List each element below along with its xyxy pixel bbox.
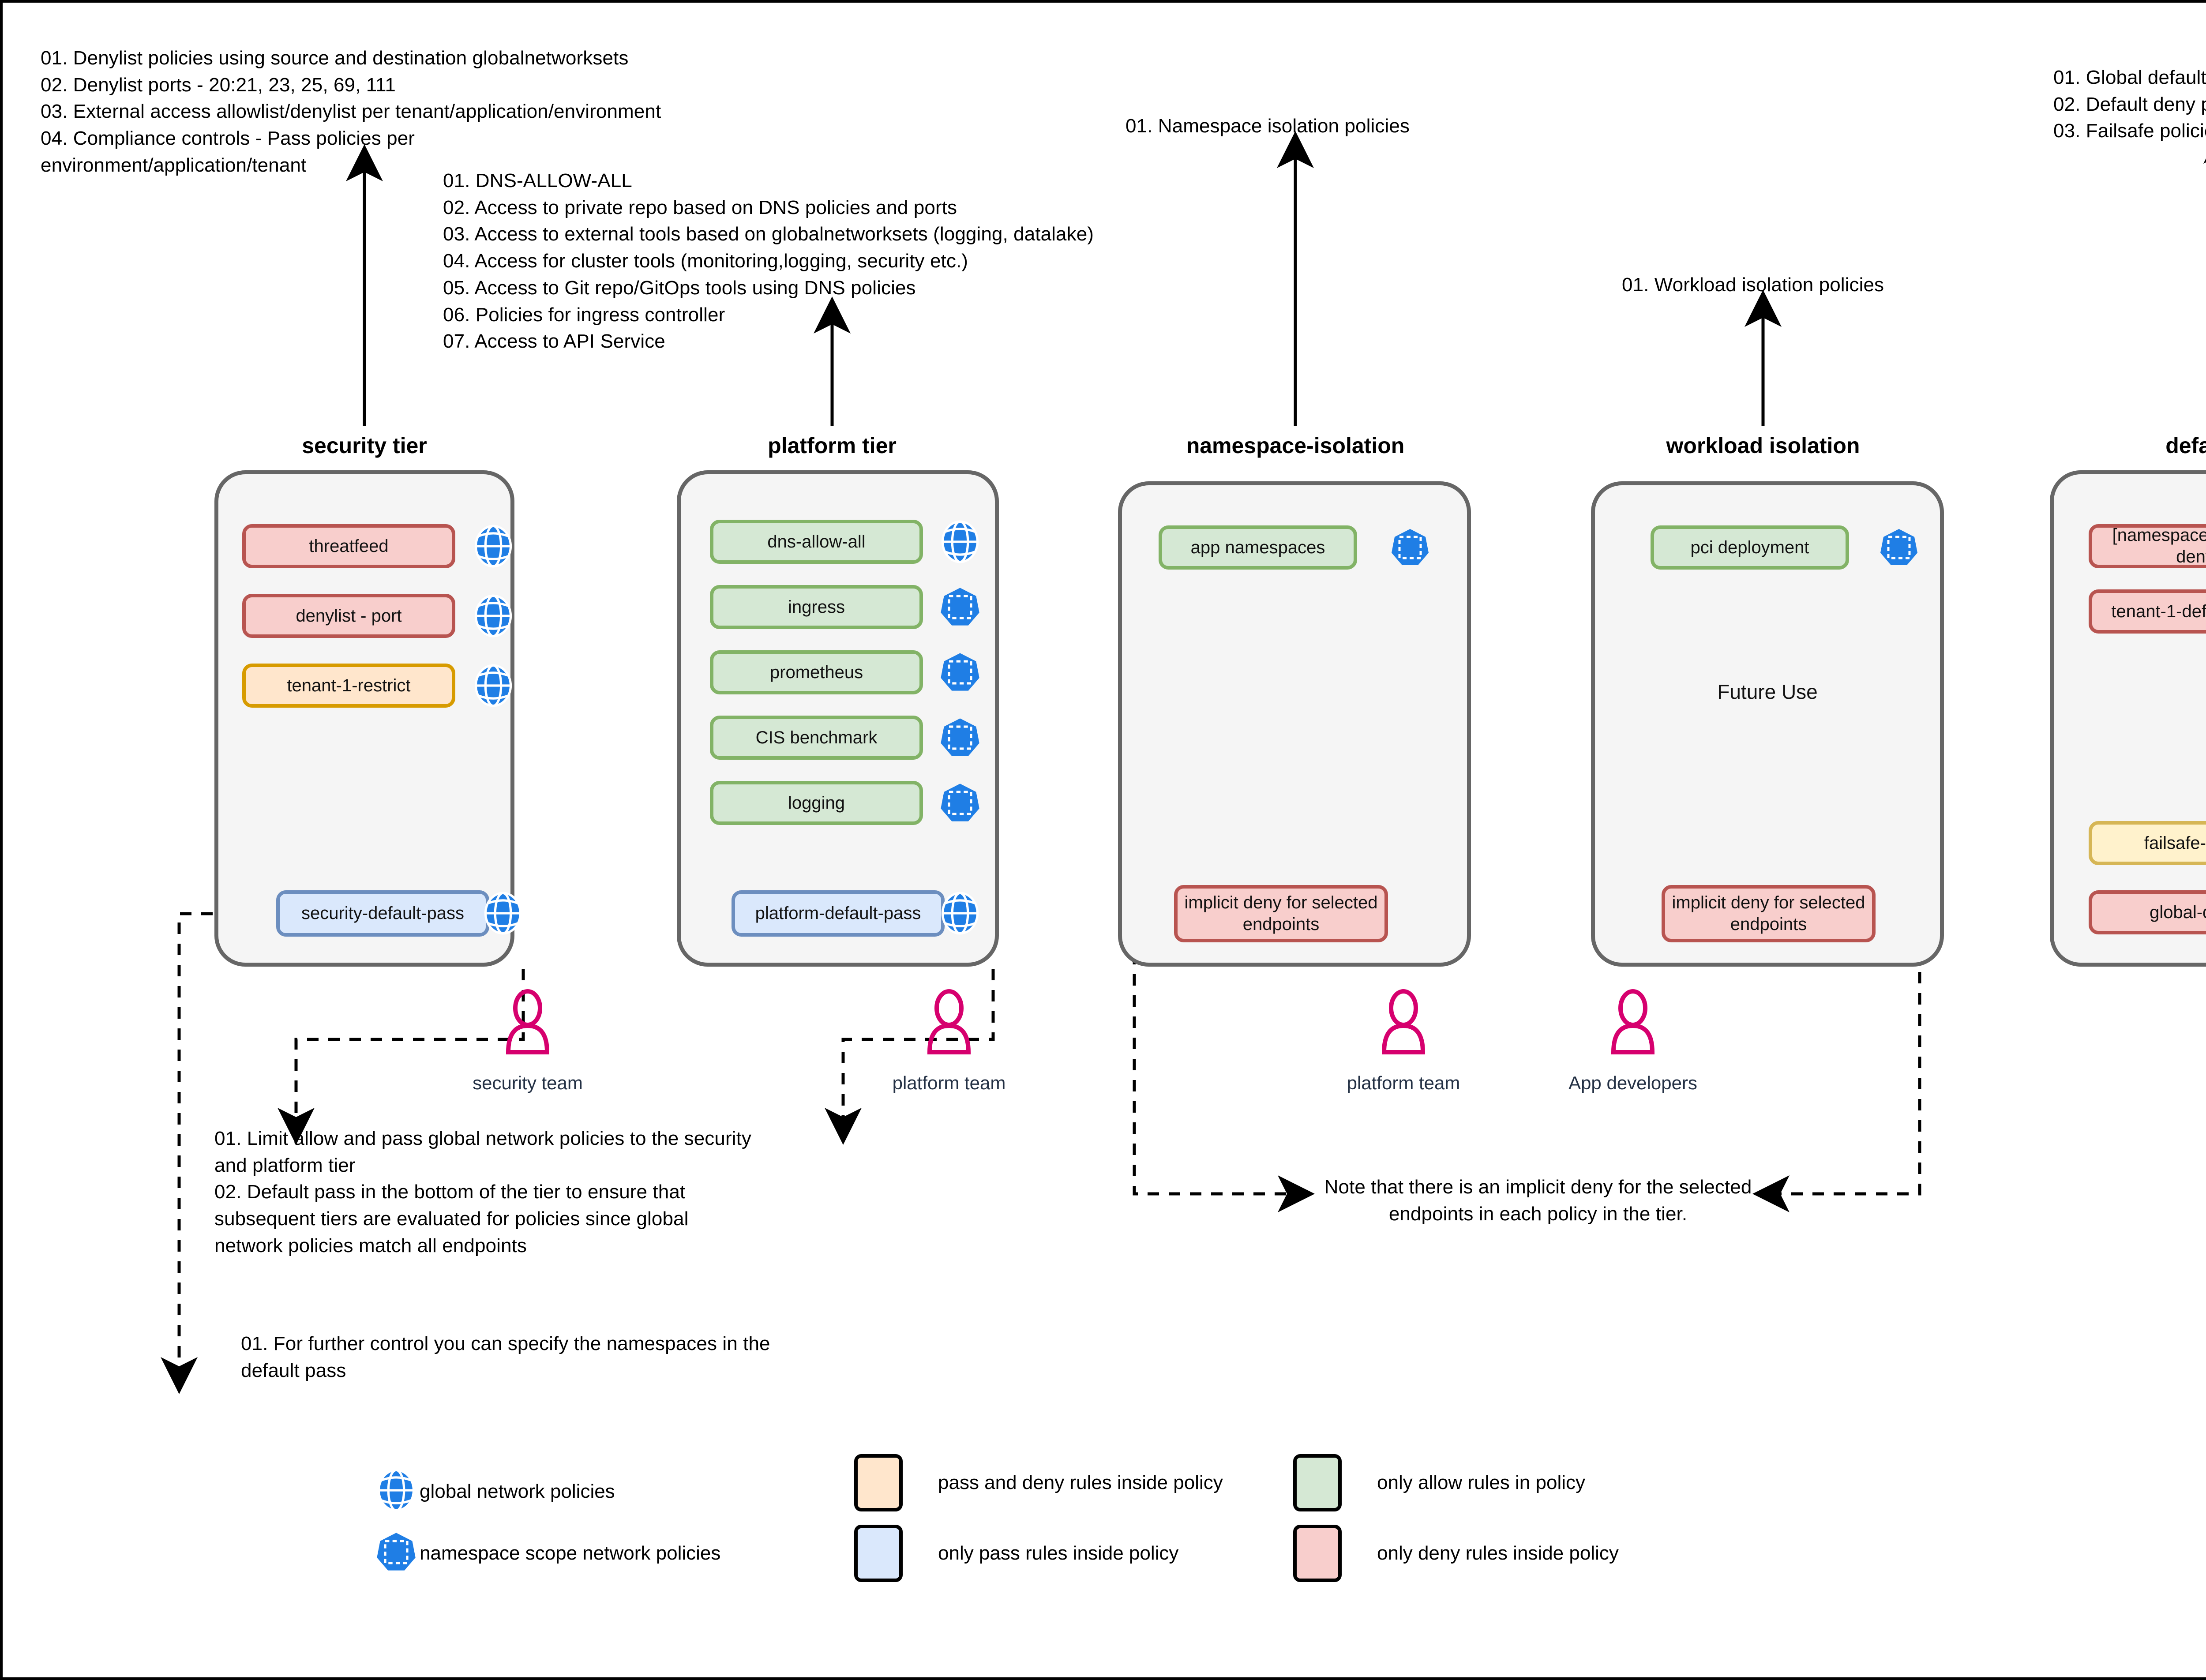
team-label-platform-2: platform team bbox=[1347, 1072, 1460, 1093]
namespace-scope-icon bbox=[1877, 525, 1921, 572]
person-icon bbox=[923, 989, 975, 1070]
policy-ingress[interactable]: ingress bbox=[710, 585, 923, 629]
policy-threatfeed[interactable]: threatfeed bbox=[242, 524, 455, 568]
legend-label-only-deny-rules: only deny rules inside policy bbox=[1377, 1542, 1619, 1564]
team-label-security-1: security team bbox=[473, 1072, 583, 1093]
policy-prometheus[interactable]: prometheus bbox=[710, 650, 923, 694]
legend-swatch-deny bbox=[1293, 1525, 1342, 1582]
policy-global-deny[interactable]: global-deny bbox=[2089, 890, 2206, 934]
namespace-scope-icon bbox=[1388, 525, 1432, 572]
policy-implicit-deny-namespace[interactable]: implicit deny for selected endpoints bbox=[1174, 885, 1388, 942]
tier-title-workload-isolation: workload isolation bbox=[1666, 433, 1860, 458]
team-label-platform-1: platform team bbox=[892, 1072, 1006, 1093]
implicit-deny-note: Note that there is an implicit deny for … bbox=[1324, 1176, 1752, 1225]
legend-label-only-pass-rules: only pass rules inside policy bbox=[938, 1542, 1179, 1564]
globe-icon bbox=[470, 593, 516, 641]
globe-icon bbox=[470, 663, 516, 711]
legend-swatch-allow bbox=[1293, 1454, 1342, 1511]
policy-logging[interactable]: logging bbox=[710, 781, 923, 825]
tier-title-security: security tier bbox=[302, 433, 427, 458]
policy-pci-deployment[interactable]: pci deployment bbox=[1651, 525, 1849, 570]
person-icon bbox=[1377, 989, 1430, 1070]
globe-icon bbox=[470, 523, 516, 571]
security-tier-note: 01. Denylist policies using source and d… bbox=[41, 47, 661, 176]
namespace-isolation-note: 01. Namespace isolation policies bbox=[1126, 115, 1410, 137]
legend-globe-icon bbox=[373, 1467, 419, 1515]
person-icon bbox=[1606, 989, 1659, 1070]
namespace-scope-icon bbox=[937, 715, 983, 763]
globe-icon bbox=[480, 890, 526, 938]
tier-title-default: default tier bbox=[2165, 433, 2206, 458]
policy-tenant-1-default-deny[interactable]: tenant-1-default-deny bbox=[2089, 589, 2206, 634]
legend-label-namespace-scope-network-policies: namespace scope network policies bbox=[420, 1542, 721, 1564]
globe-icon bbox=[937, 890, 983, 938]
policy-platform-default-pass[interactable]: platform-default-pass bbox=[732, 890, 945, 937]
policy-implicit-deny-workload[interactable]: implicit deny for selected endpoints bbox=[1662, 885, 1876, 942]
policy-namespace-default-deny[interactable]: [namespace]-default-deny bbox=[2089, 524, 2206, 568]
policy-tenant-1-restrict[interactable]: tenant-1-restrict bbox=[242, 664, 455, 708]
platform-tier-note: 01. DNS-ALLOW-ALL 02. Access to private … bbox=[443, 170, 1094, 352]
namespace-scope-icon bbox=[937, 780, 983, 828]
policy-dns-allow-all[interactable]: dns-allow-all bbox=[710, 520, 923, 564]
legend-label-pass-and-deny-rules: pass and deny rules inside policy bbox=[938, 1472, 1223, 1493]
policy-app-namespaces[interactable]: app namespaces bbox=[1159, 525, 1357, 570]
default-tier-note: 01. Global default deny 02. Default deny… bbox=[2053, 67, 2206, 142]
policy-failsafe-allow[interactable]: failsafe-allow bbox=[2089, 821, 2206, 865]
legend-swatch-mixed bbox=[854, 1454, 903, 1511]
tier-title-platform: platform tier bbox=[768, 433, 897, 458]
policy-cis-benchmark[interactable]: CIS benchmark bbox=[710, 716, 923, 760]
policy-security-default-pass[interactable]: security-default-pass bbox=[276, 890, 489, 937]
policy-denylist-port[interactable]: denylist - port bbox=[242, 594, 455, 638]
tier-title-namespace-isolation: namespace-isolation bbox=[1186, 433, 1405, 458]
globe-icon bbox=[937, 519, 983, 567]
further-control-note: 01. For further control you can specify … bbox=[241, 1333, 770, 1381]
legend-namespace-scope-icon bbox=[373, 1529, 419, 1577]
workload-isolation-note: 01. Workload isolation policies bbox=[1622, 274, 1884, 296]
namespace-scope-icon bbox=[937, 584, 983, 632]
team-label-app-developers: App developers bbox=[1568, 1072, 1697, 1093]
future-use-label: Future Use bbox=[1717, 680, 1818, 703]
legend-swatch-pass bbox=[854, 1525, 903, 1582]
namespace-scope-icon bbox=[937, 649, 983, 698]
bottom-left-note: 01. Limit allow and pass global network … bbox=[214, 1128, 752, 1256]
legend-label-only-allow-rules: only allow rules in policy bbox=[1377, 1472, 1585, 1493]
person-icon bbox=[501, 989, 554, 1070]
legend-label-global-network-policies: global network policies bbox=[420, 1481, 615, 1502]
